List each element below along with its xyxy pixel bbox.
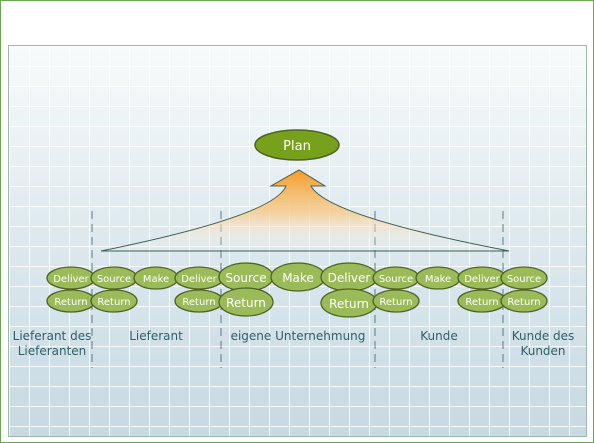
node-n5-return: Return xyxy=(500,289,548,313)
node-n2-source: Source xyxy=(90,266,138,290)
node-n3-source: Source xyxy=(218,262,274,292)
node-n1-return: Return xyxy=(46,289,96,313)
column-label-line: Lieferanten xyxy=(17,344,87,358)
svg-text:Make: Make xyxy=(143,274,169,285)
node-n3-return: Return xyxy=(218,287,274,317)
node-n2-deliver-return: Return xyxy=(174,289,224,313)
plan-arrow xyxy=(100,169,510,252)
svg-text:Return: Return xyxy=(97,297,130,308)
column-label-line: Kunden xyxy=(520,344,566,358)
node-n4-source: Source xyxy=(372,266,420,290)
supply-chain-diagram: Plan Deliver Return Source Return Make D… xyxy=(46,129,548,368)
svg-text:Deliver: Deliver xyxy=(53,274,89,285)
svg-text:Make: Make xyxy=(282,271,314,285)
diagram-panel: Plan Deliver Return Source Return Make D… xyxy=(8,45,587,437)
node-n3-deliver: Deliver xyxy=(320,262,378,292)
column-label-line: Lieferant des xyxy=(12,329,92,343)
svg-text:Return: Return xyxy=(182,297,215,308)
column-label-supplier: Lieferant xyxy=(129,329,183,343)
node-n2-deliver: Deliver xyxy=(174,266,224,290)
column-label-own-company: eigene Unternehmung xyxy=(230,329,366,343)
node-n4-make: Make xyxy=(415,266,461,290)
node-n2-return: Return xyxy=(90,289,138,313)
plan-node: Plan xyxy=(254,129,340,161)
node-n1-deliver: Deliver xyxy=(46,266,96,290)
node-n4-deliver: Deliver xyxy=(457,266,507,290)
svg-text:Source: Source xyxy=(97,274,131,285)
svg-text:Deliver: Deliver xyxy=(181,274,217,285)
svg-text:Make: Make xyxy=(425,274,451,285)
column-label-customer-of-customer: Kunde des Kunden xyxy=(503,329,583,359)
svg-text:Deliver: Deliver xyxy=(464,274,500,285)
svg-text:Return: Return xyxy=(379,297,412,308)
svg-text:Source: Source xyxy=(225,271,266,285)
svg-text:Deliver: Deliver xyxy=(328,271,371,285)
node-n5-source: Source xyxy=(500,266,548,290)
column-label-supplier-of-supplier: Lieferant des Lieferanten xyxy=(9,329,97,359)
plan-label: Plan xyxy=(283,139,311,154)
svg-text:Source: Source xyxy=(379,274,413,285)
svg-text:Return: Return xyxy=(507,297,540,308)
svg-text:Return: Return xyxy=(465,297,498,308)
node-n3-make: Make xyxy=(270,262,326,292)
column-label-customer: Kunde xyxy=(420,329,458,343)
node-n2-make: Make xyxy=(133,266,179,290)
node-n3-deliver-return: Return xyxy=(320,288,378,318)
svg-text:Return: Return xyxy=(226,296,266,310)
node-n4-deliver-return: Return xyxy=(457,289,507,313)
svg-text:Source: Source xyxy=(507,274,541,285)
svg-text:Return: Return xyxy=(329,297,369,311)
node-n4-return: Return xyxy=(372,289,420,313)
column-label-line: Kunde des xyxy=(511,329,575,343)
svg-text:Return: Return xyxy=(54,297,87,308)
